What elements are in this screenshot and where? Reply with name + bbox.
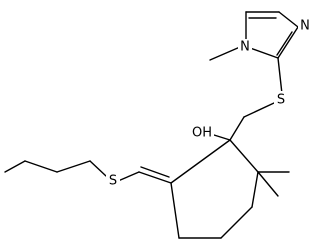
bonds <box>4 11 299 239</box>
bond <box>209 46 241 61</box>
atom-s-thioether: S <box>277 93 285 108</box>
bond <box>140 166 170 178</box>
bond <box>56 160 91 173</box>
bond <box>117 171 140 182</box>
bond <box>276 31 293 56</box>
atom-s-butyl: S <box>109 174 117 189</box>
bond <box>251 171 259 208</box>
atom-hydroxyl: OH <box>192 126 212 141</box>
atom-labels: N N S OH S <box>106 18 312 189</box>
bond <box>229 139 259 173</box>
bond <box>89 160 107 177</box>
bond <box>138 171 172 184</box>
bond <box>257 171 279 197</box>
bond <box>277 57 283 95</box>
bond <box>170 139 231 184</box>
bond <box>229 116 245 141</box>
bond <box>220 206 253 239</box>
atom-n-ring: N <box>300 19 310 34</box>
bond <box>4 160 26 173</box>
bond <box>24 160 58 173</box>
bond <box>170 182 180 239</box>
bond <box>213 134 231 141</box>
bond <box>243 102 275 118</box>
bond <box>249 47 279 59</box>
bond <box>278 11 299 28</box>
bond <box>277 26 299 59</box>
atom-n-methyl: N <box>240 40 250 55</box>
